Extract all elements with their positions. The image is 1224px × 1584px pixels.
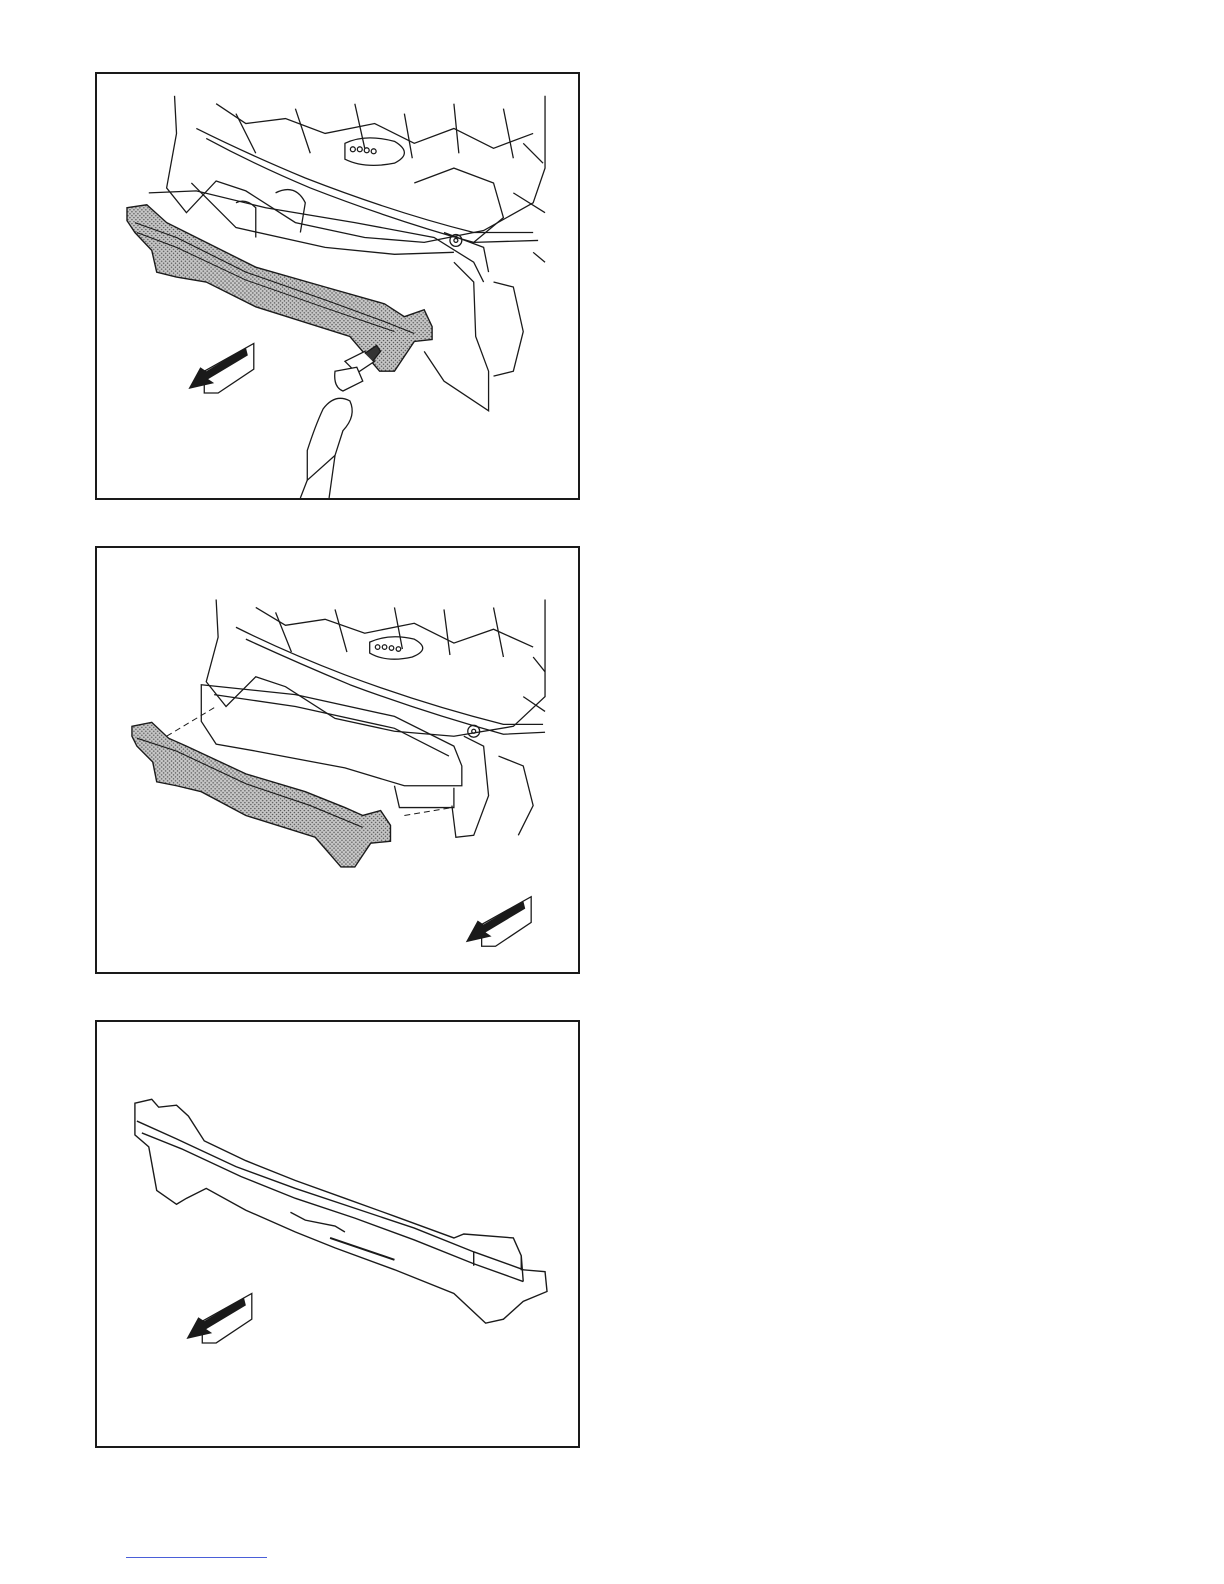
figure-absorber-adhesive — [95, 72, 580, 500]
footer-link[interactable] — [126, 1557, 267, 1558]
hand-applicator-icon — [300, 345, 380, 498]
illustration-energy-absorber — [97, 1022, 578, 1446]
illustration-vehicle-front-structure — [97, 74, 578, 498]
front-direction-arrow-icon — [186, 1293, 251, 1343]
front-direction-arrow-icon — [188, 343, 253, 393]
figure-absorber-component — [95, 1020, 580, 1448]
energy-absorber — [135, 1099, 547, 1323]
energy-absorber — [132, 722, 391, 867]
illustration-vehicle-front-structure-exploded — [97, 548, 578, 972]
front-direction-arrow-icon — [466, 897, 531, 947]
energy-absorber — [127, 205, 432, 371]
figure-absorber-removal — [95, 546, 580, 974]
